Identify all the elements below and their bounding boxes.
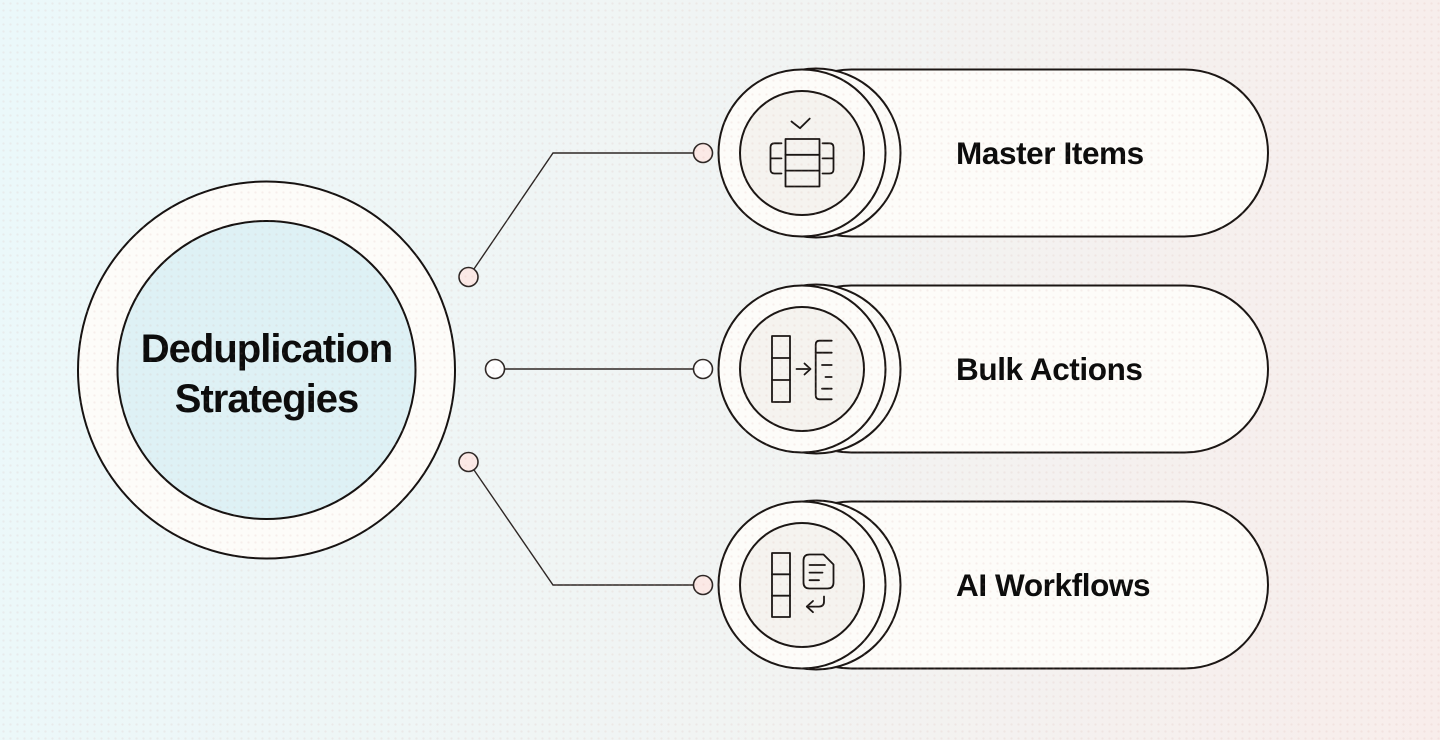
ai-workflows-icon bbox=[771, 552, 835, 618]
central-title-line-2: Strategies bbox=[175, 377, 358, 421]
central-node: Deduplication Strategies bbox=[77, 180, 456, 560]
icon-inner-circle bbox=[739, 90, 865, 216]
node-ai-workflows: AI Workflows bbox=[717, 499, 1269, 671]
connector-dot bbox=[692, 142, 714, 164]
node-label-ai-workflows: AI Workflows bbox=[956, 567, 1150, 603]
connector-line-ai-workflows bbox=[467, 461, 694, 586]
central-title-line-1: Deduplication bbox=[141, 327, 392, 371]
node-label-bulk-actions: Bulk Actions bbox=[956, 351, 1143, 387]
bulk-actions-icon bbox=[771, 335, 833, 403]
central-inner-circle bbox=[116, 220, 417, 520]
node-bulk-actions: Bulk Actions bbox=[717, 283, 1269, 455]
connector-dot bbox=[458, 451, 479, 473]
node-label-master-items: Master Items bbox=[956, 135, 1144, 171]
node-master-items: Master Items bbox=[717, 67, 1269, 239]
master-items-icon bbox=[769, 117, 835, 188]
connector-dot bbox=[692, 358, 714, 380]
connector-dot bbox=[458, 266, 479, 288]
icon-inner-circle bbox=[739, 522, 865, 648]
connectors bbox=[458, 142, 714, 596]
connector-dot bbox=[484, 358, 506, 380]
connector-line-master-items bbox=[467, 152, 694, 278]
connector-dot bbox=[692, 574, 714, 596]
